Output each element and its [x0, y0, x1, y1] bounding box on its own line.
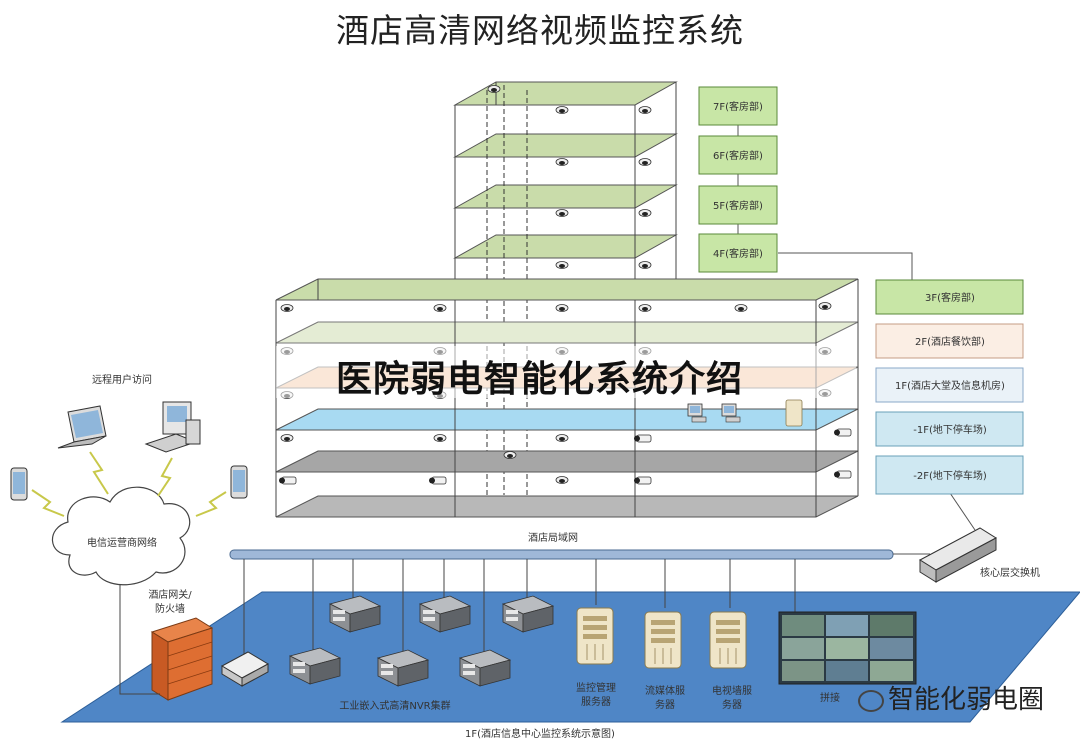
nvr-cluster-label: 工业嵌入式高清NVR集群	[339, 699, 450, 712]
floor-box-7f: 7F(客房部)	[698, 86, 778, 126]
floor-box-1f: 1F(酒店大堂及信息机房)	[875, 367, 1024, 403]
hotel-lan-label: 酒店局域网	[528, 531, 578, 544]
tvwall-server-label-1: 电视墙服	[712, 684, 752, 697]
laptop-icon	[57, 405, 107, 449]
video-wall-icon	[778, 611, 917, 685]
floor-slab-7f	[453, 81, 678, 106]
monitor-server-label-2: 服务器	[581, 695, 611, 708]
svg-text:4F(客房部): 4F(客房部)	[713, 247, 763, 260]
floor-slab-b1	[275, 408, 859, 431]
floor-slab-2f	[275, 321, 859, 344]
stream-server-label-1: 流媒体服	[645, 684, 685, 697]
floor-slab-4f	[453, 234, 678, 259]
switch-icon	[919, 527, 997, 583]
page-title: 酒店高清网络视频监控系统	[336, 11, 744, 50]
svg-text:1F(酒店大堂及信息机房): 1F(酒店大堂及信息机房)	[895, 379, 1005, 392]
hotel-lan-bus	[229, 549, 894, 560]
router-icon	[220, 651, 270, 687]
svg-text:-2F(地下停车场): -2F(地下停车场)	[913, 469, 987, 482]
svg-text:2F(酒店餐饮部): 2F(酒店餐饮部)	[915, 335, 985, 348]
desktop-icon	[144, 401, 201, 453]
floor-slab-base	[275, 495, 859, 518]
svg-text:6F(客房部): 6F(客房部)	[713, 149, 763, 162]
telecom-network-label: 电信运营商网络	[87, 536, 157, 549]
cloud-icon	[51, 486, 191, 586]
stream-server-label-2: 务器	[655, 698, 675, 711]
svg-text:-1F(地下停车场): -1F(地下停车场)	[913, 423, 987, 436]
monitor-server-label-1: 监控管理	[576, 681, 616, 694]
floor-box-b1: -1F(地下停车场)	[875, 411, 1024, 447]
floor-slab-5f	[453, 184, 678, 209]
server-icon	[576, 607, 747, 669]
floor-slab-3f	[275, 278, 859, 301]
floor-box-5f: 5F(客房部)	[698, 185, 778, 225]
watermark-text: 智能化弱电圈	[888, 685, 1045, 715]
core-switch-label: 核心层交换机	[980, 566, 1040, 579]
center-caption: 1F(酒店信息中心监控系统示意图)	[465, 727, 615, 740]
splice-label: 拼接	[820, 691, 840, 704]
remote-access-label: 远程用户访问	[92, 373, 152, 386]
floor-box-6f: 6F(客房部)	[698, 135, 778, 175]
svg-text:3F(客房部): 3F(客房部)	[925, 291, 975, 304]
watermark: 智能化弱电圈	[858, 679, 1044, 716]
server-icon	[785, 399, 803, 427]
firewall-icon	[150, 617, 214, 701]
wechat-icon	[858, 689, 884, 712]
phone-icon	[10, 465, 248, 501]
floor-box-4f: 4F(客房部)	[698, 233, 778, 273]
banner-title: 医院弱电智能化系统介绍	[336, 359, 744, 400]
floor-box-b2: -2F(地下停车场)	[875, 455, 1024, 495]
floor-box-2f: 2F(酒店餐饮部)	[875, 323, 1024, 359]
svg-text:5F(客房部): 5F(客房部)	[713, 199, 763, 212]
gateway-label-1: 酒店网关/	[148, 588, 192, 601]
tower-floors	[453, 81, 678, 500]
banner-backdrop	[276, 346, 856, 398]
floor-slab-6f	[453, 133, 678, 158]
floor-box-3f: 3F(客房部)	[875, 279, 1024, 315]
floor-slab-b2	[275, 450, 859, 473]
tvwall-server-label-2: 务器	[722, 698, 742, 711]
svg-text:7F(客房部): 7F(客房部)	[713, 100, 763, 113]
gateway-label-2: 防火墙	[155, 602, 185, 615]
